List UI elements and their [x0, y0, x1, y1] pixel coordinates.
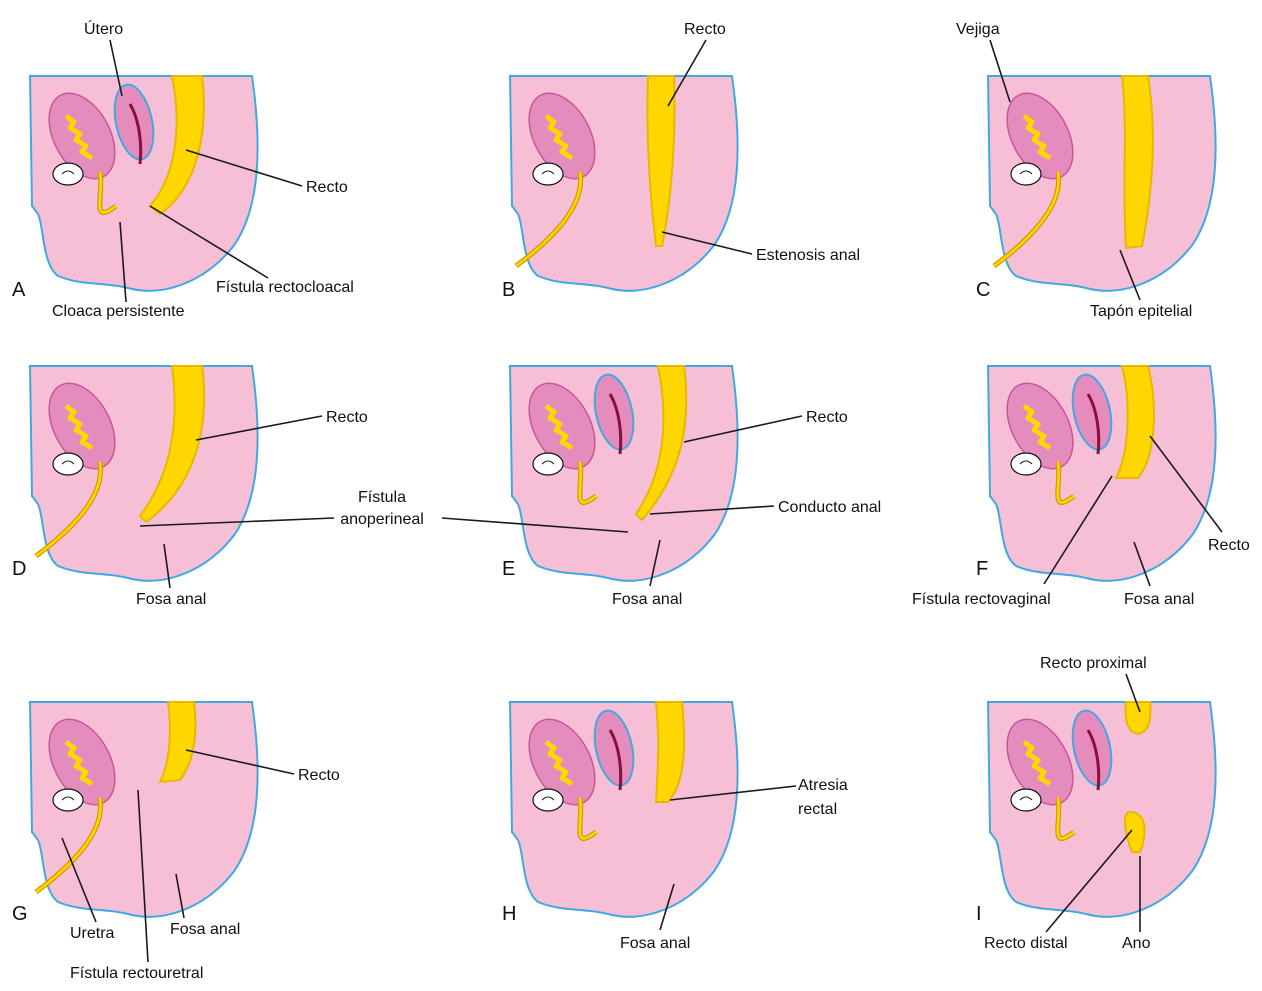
pubic-bone — [1011, 789, 1041, 811]
pubic-bone — [53, 453, 83, 475]
label-recto-e: Recto — [806, 409, 848, 426]
label-vejiga: Vejiga — [956, 21, 1000, 38]
pubic-bone — [53, 789, 83, 811]
label-cloaca-persistente: Cloaca persistente — [52, 303, 185, 320]
panel-letter-a: A — [12, 279, 26, 301]
label-fistula-anoperineal-1: Fístula — [358, 489, 406, 506]
label-recto-a: Recto — [306, 179, 348, 196]
panel-letter-h: H — [502, 903, 516, 925]
panel-f — [988, 366, 1216, 581]
label-fosa-anal-h: Fosa anal — [620, 935, 690, 952]
panel-h — [510, 702, 738, 917]
label-uretra: Uretra — [70, 925, 115, 942]
label-fosa-anal-e: Fosa anal — [612, 591, 682, 608]
pubic-bone — [1011, 453, 1041, 475]
pubic-bone — [533, 163, 563, 185]
label-recto-proximal: Recto proximal — [1040, 655, 1147, 672]
label-recto-g: Recto — [298, 767, 340, 784]
label-ano: Ano — [1122, 935, 1151, 952]
label-fistula-rectouretral: Fístula rectouretral — [70, 965, 203, 982]
label-fosa-anal-f: Fosa anal — [1124, 591, 1194, 608]
label-fosa-anal-d: Fosa anal — [136, 591, 206, 608]
panel-letter-e: E — [502, 558, 515, 580]
panel-c — [988, 76, 1216, 291]
panel-letter-f: F — [976, 558, 988, 580]
label-conducto-anal: Conducto anal — [778, 499, 881, 516]
label-fosa-anal-g: Fosa anal — [170, 921, 240, 938]
label-atresia: Atresia — [798, 777, 848, 794]
pubic-bone — [53, 163, 83, 185]
label-tapon-epitelial: Tapón epitelial — [1090, 303, 1192, 320]
label-fistula-anoperineal-2: anoperineal — [340, 511, 424, 528]
panel-i — [988, 702, 1216, 917]
label-rectal: rectal — [798, 801, 837, 818]
panel-letter-b: B — [502, 279, 515, 301]
pubic-bone — [533, 453, 563, 475]
panel-e — [510, 366, 738, 581]
panel-letter-g: G — [12, 903, 28, 925]
label-utero: Útero — [84, 19, 123, 38]
label-fistula-rectocloacal: Fístula rectocloacal — [216, 279, 354, 296]
pubic-bone — [533, 789, 563, 811]
panel-letter-i: I — [976, 903, 982, 925]
panel-a — [30, 76, 258, 291]
label-estenosis-anal: Estenosis anal — [756, 247, 860, 264]
panel-b — [510, 76, 738, 291]
label-recto-f: Recto — [1208, 537, 1250, 554]
label-recto-d: Recto — [326, 409, 368, 426]
panel-letter-d: D — [12, 558, 26, 580]
panel-letter-c: C — [976, 279, 990, 301]
pubic-bone — [1011, 163, 1041, 185]
label-recto-distal: Recto distal — [984, 935, 1068, 952]
label-fistula-rectovaginal: Fístula rectovaginal — [912, 591, 1051, 608]
label-recto-b: Recto — [684, 21, 726, 38]
panel-d — [30, 366, 258, 581]
